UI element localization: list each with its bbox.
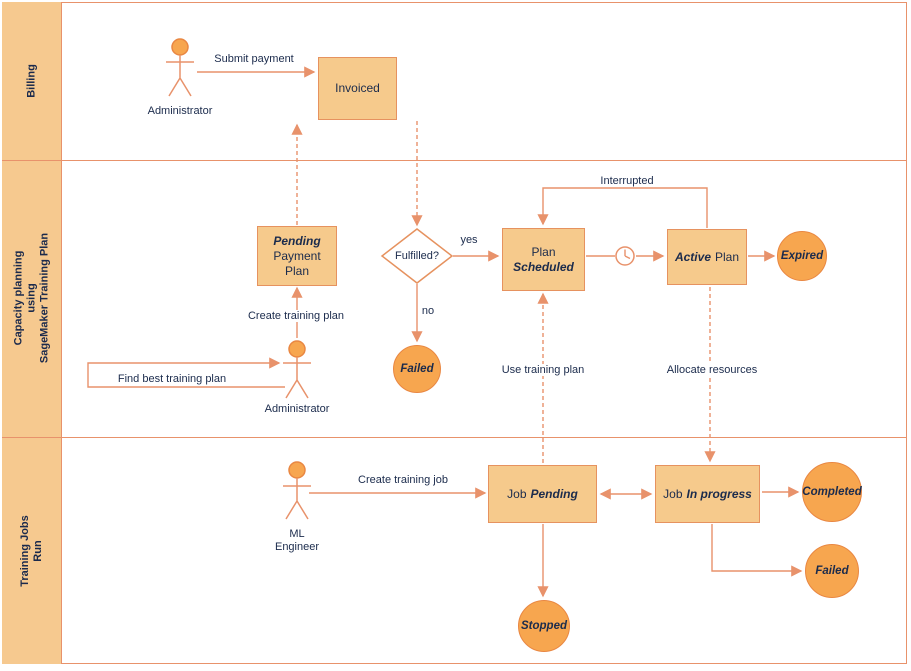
lane-title-capacity-line3: SageMaker Training Plan (38, 232, 51, 364)
ml-engineer-label: ML Engineer (275, 528, 319, 554)
invoiced-box: Invoiced (318, 57, 397, 120)
stopped-label: Stopped (521, 620, 567, 632)
expired-label: Expired (780, 250, 824, 262)
job-in-progress-em: In progress (686, 486, 752, 501)
use-training-plan-label: Use training plan (499, 364, 587, 376)
lane-title-jobs-line2: Run (32, 540, 44, 562)
lane-title-capacity-line1: Capacity planning (12, 250, 25, 346)
yes-label: yes (458, 234, 480, 246)
job-pending-box: Job Pending (488, 465, 597, 523)
failed-job-label: Failed (815, 565, 849, 577)
failed-plan-label: Failed (400, 363, 434, 375)
ml-engineer-label-line1: ML (289, 528, 305, 540)
job-in-progress-box: Job In progress (655, 465, 760, 523)
create-training-job-label: Create training job (356, 474, 450, 486)
failed-plan-state: Failed (393, 345, 441, 393)
job-in-progress-pre: Job (663, 486, 683, 501)
completed-label: Completed (802, 486, 862, 498)
allocate-resources-label: Allocate resources (664, 364, 760, 376)
lane-title-capacity-line2: using (25, 283, 38, 313)
administrator-label-billing: Administrator (147, 105, 213, 117)
lane-title-billing: Billing (26, 64, 39, 98)
lane-separator-1 (2, 160, 907, 161)
lane-header-column (2, 2, 62, 664)
invoiced-label: Invoiced (335, 81, 380, 95)
submit-payment-label: Submit payment (212, 53, 296, 65)
lane-title-capacity-planning: Capacity planning using SageMaker Traini… (13, 233, 52, 363)
stopped-state: Stopped (518, 600, 570, 652)
lane-title-billing-line: Billing (25, 64, 38, 98)
pending-payment-plan-line2: Payment (273, 248, 321, 263)
active-plan-em: Active (674, 249, 711, 264)
find-best-training-plan-label: Find best training plan (115, 373, 229, 385)
create-training-plan-label: Create training plan (245, 310, 347, 322)
failed-job-state: Failed (805, 544, 859, 598)
lane-separator-2 (2, 437, 907, 438)
job-pending-em: Pending (530, 486, 578, 501)
administrator-label-capacity: Administrator (264, 403, 330, 415)
pending-payment-plan-line3: Plan (284, 263, 310, 278)
plan-scheduled-box: Plan Scheduled (502, 228, 585, 291)
lane-title-training-jobs: Training Jobs Run (19, 515, 45, 587)
fulfilled-decision-label: Fulfilled? (394, 250, 440, 262)
no-label: no (419, 305, 437, 317)
plan-scheduled-em: Scheduled (513, 259, 574, 274)
expired-state: Expired (777, 231, 827, 281)
lane-title-jobs-line1: Training Jobs (19, 515, 31, 587)
job-pending-pre: Job (507, 486, 527, 501)
ml-engineer-label-line2: Engineer (274, 541, 320, 553)
interrupted-label: Interrupted (598, 175, 656, 187)
completed-state: Completed (802, 462, 862, 522)
pending-payment-plan-em: Pending (273, 233, 321, 248)
pending-payment-plan-box: Pending Payment Plan (257, 226, 337, 286)
plan-scheduled-line1: Plan (531, 244, 556, 259)
active-plan-box: Active Plan (667, 229, 747, 285)
active-plan-rest: Plan (715, 249, 740, 264)
